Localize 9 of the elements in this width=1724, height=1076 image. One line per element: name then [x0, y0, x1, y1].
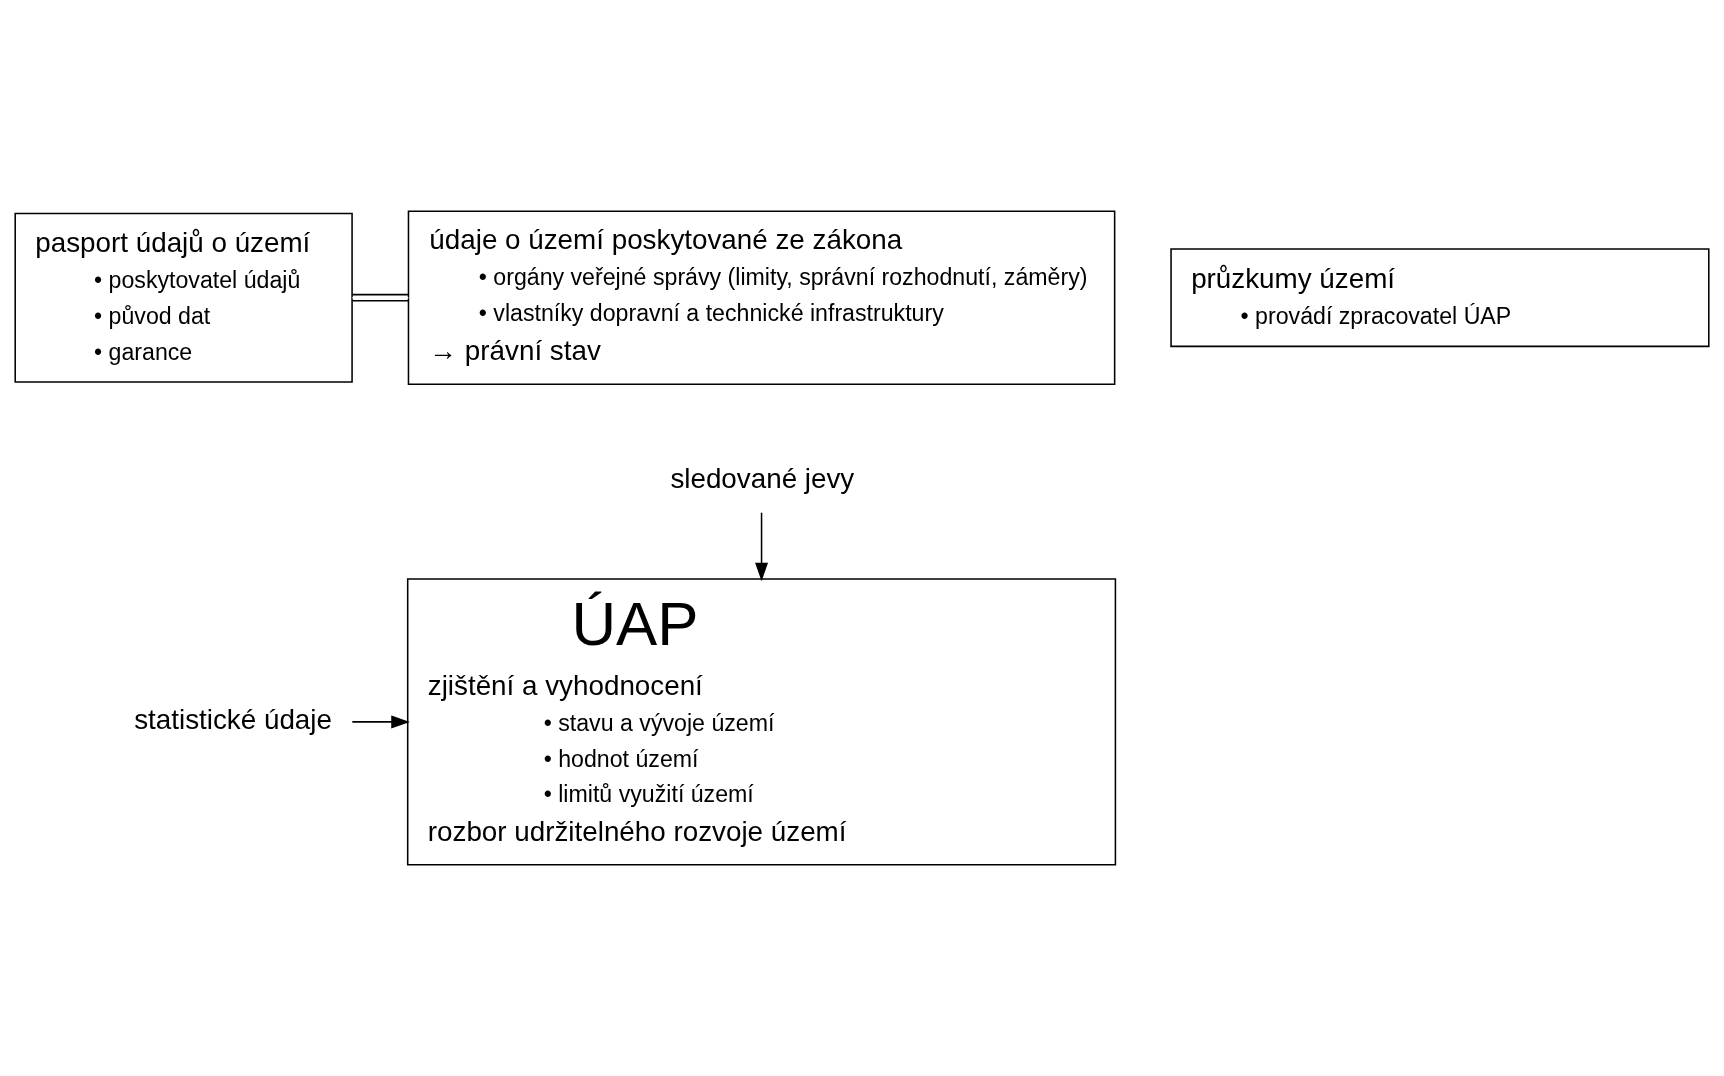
- node-text: statistické údaje: [134, 703, 332, 735]
- node-box: ÚAP zjištění a vyhodnocení • stavu a vývoje území • hodnot území • limitů využití území rozbor udržitelného rozvoje území: [406, 578, 1117, 866]
- node-box: průzkumy území • provádí zpracovatel ÚAP: [1170, 248, 1710, 348]
- arrow: [755, 511, 769, 582]
- node-text: sledované jevy: [670, 463, 855, 495]
- node-box: pasport údajů o území • poskytovatel údajů • původ dat • garance: [14, 212, 353, 383]
- node-box: údaje o území poskytované ze zákona • orgány veřejné správy (limity, správní rozhodnutí, záměry) • vlastníky dopravní a technické infrastruktury → právní stav: [407, 210, 1116, 386]
- arrow: [351, 715, 410, 729]
- connector: [351, 293, 410, 302]
